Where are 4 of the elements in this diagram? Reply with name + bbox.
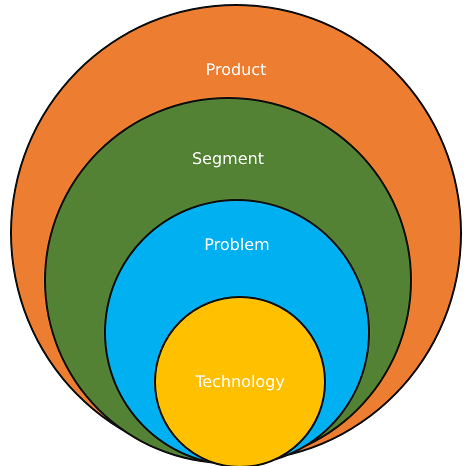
circle-label: Segment bbox=[192, 149, 264, 168]
circle-label: Technology bbox=[195, 372, 285, 391]
circle-label: Product bbox=[206, 60, 266, 79]
circle-label: Problem bbox=[204, 235, 270, 254]
